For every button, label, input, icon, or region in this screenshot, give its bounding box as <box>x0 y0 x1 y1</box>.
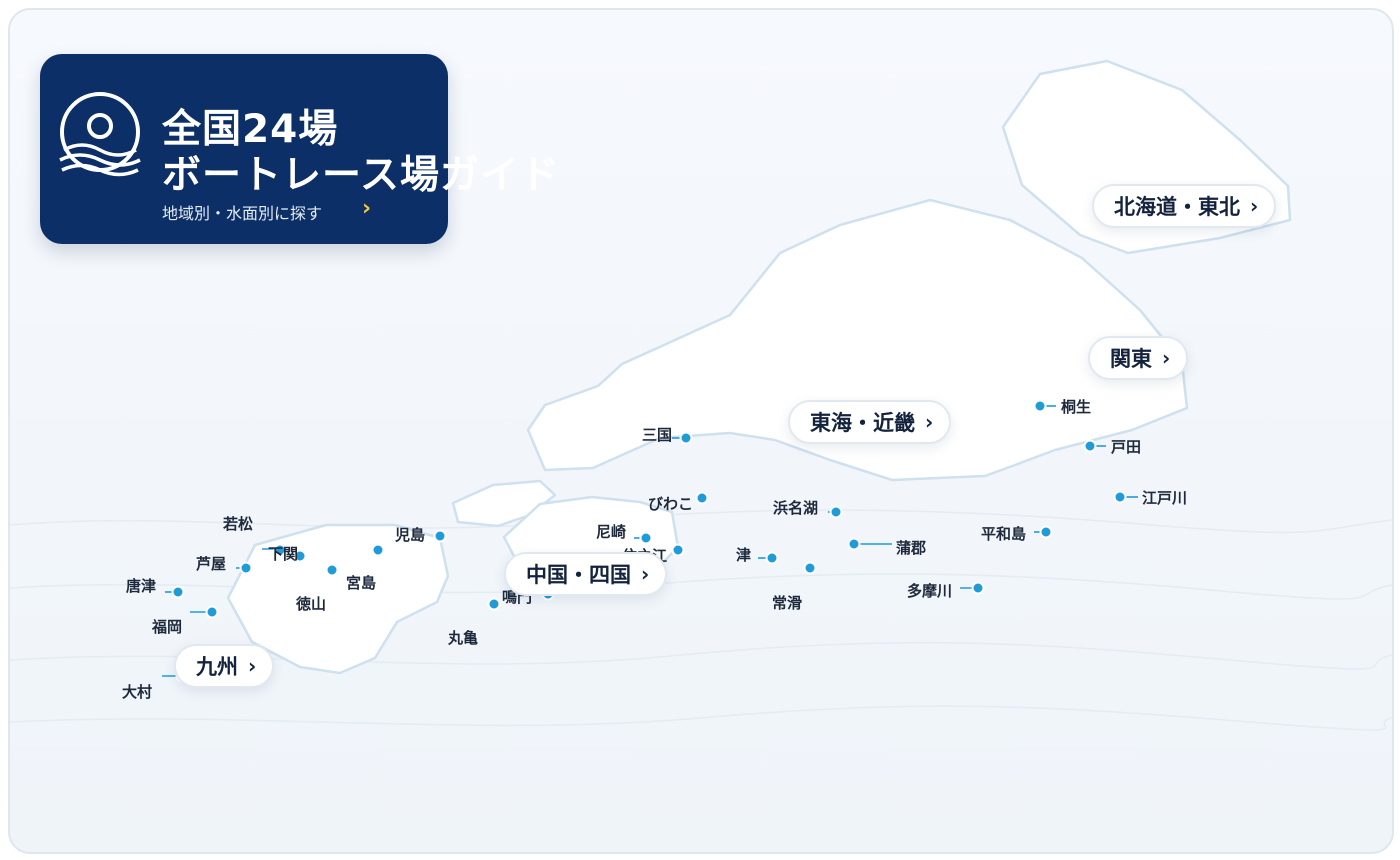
venue-label-kiryu[interactable]: 桐生 <box>1061 398 1092 416</box>
land-honshu <box>526 198 1189 482</box>
venue-dot-miyajima[interactable] <box>371 543 385 557</box>
venue-dot-karatsu[interactable] <box>171 585 185 599</box>
venue-label-mikuni[interactable]: 三国 <box>642 426 673 444</box>
venue-dot-suminoe[interactable] <box>671 543 685 557</box>
region-button-hokkaido-tohoku[interactable]: 北海道・東北 › <box>1092 184 1277 228</box>
venue-label-hamanako[interactable]: 浜名湖 <box>773 499 819 517</box>
venue-dot-marugame[interactable] <box>487 597 501 611</box>
venue-dot-shimonoseki[interactable] <box>293 549 307 563</box>
page-subtitle: 地域別・水面別に探す <box>162 204 323 223</box>
venue-dot-wakamatsu[interactable] <box>273 543 287 557</box>
sea-wave <box>10 509 1392 534</box>
chevron-right-icon: › <box>925 410 934 434</box>
region-button-kyushu[interactable]: 九州 › <box>174 644 275 688</box>
venue-dot-ashiya[interactable] <box>239 561 253 575</box>
region-button-kanto[interactable]: 関東 › <box>1088 336 1189 380</box>
japan-map <box>10 59 1392 731</box>
sea-wave <box>10 705 1392 731</box>
chevron-right-icon: › <box>641 562 650 586</box>
venue-dot-amagasaki[interactable] <box>639 531 653 545</box>
region-button-chugoku-shikoku[interactable]: 中国・四国 › <box>504 552 668 596</box>
venue-label-edogawa[interactable]: 江戸川 <box>1142 489 1188 507</box>
venue-dot-kiryu[interactable] <box>1033 399 1047 413</box>
venue-label-wakamatsu[interactable]: 若松 <box>223 515 254 533</box>
venue-dot-edogawa[interactable] <box>1113 490 1127 504</box>
venue-label-marugame[interactable]: 丸亀 <box>448 629 479 647</box>
chevron-right-icon: › <box>1250 194 1259 218</box>
venue-label-shimonoseki[interactable]: 下関 <box>268 545 299 563</box>
page-title-line2: ボートレース場ガイド <box>162 153 561 198</box>
map-frame: 桐生 戸田 江戸川 平和島 多摩川 浜名湖 蒲郡 常滑 津 三国 びわこ 住之江… <box>8 8 1394 854</box>
land-kyushu <box>226 523 450 675</box>
boat-race-logo-icon <box>59 92 141 177</box>
guide-title-card[interactable]: 全国24場 ボートレース場ガイド 地域別・水面別に探す › <box>40 54 559 244</box>
venue-dot-heiwajima[interactable] <box>1039 525 1053 539</box>
chevron-right-icon: › <box>1162 346 1171 370</box>
venue-dot-tamagawa[interactable] <box>971 581 985 595</box>
venue-dot-tokuyama[interactable] <box>325 563 339 577</box>
venue-label-kojima[interactable]: 児島 <box>395 526 426 544</box>
venue-label-miyajima[interactable]: 宮島 <box>346 574 377 592</box>
page-title-line1: 全国24場 <box>162 107 339 152</box>
region-label: 中国・四国 <box>526 563 631 587</box>
region-label: 北海道・東北 <box>1114 195 1240 219</box>
venue-label-toda[interactable]: 戸田 <box>1111 438 1142 456</box>
sea-wave <box>10 573 1392 600</box>
venue-dot-biwako[interactable] <box>695 491 709 505</box>
venue-dot-tokoname[interactable] <box>803 561 817 575</box>
venue-label-karatsu[interactable]: 唐津 <box>126 577 157 595</box>
chevron-right-icon: › <box>362 196 372 221</box>
region-label: 東海・近畿 <box>810 411 915 435</box>
venue-label-heiwajima[interactable]: 平和島 <box>981 525 1027 543</box>
venue-label-omura[interactable]: 大村 <box>122 683 153 701</box>
venue-label-fukuoka[interactable]: 福岡 <box>152 618 183 636</box>
venue-label-biwako[interactable]: びわこ <box>648 495 694 513</box>
venue-label-tokuyama[interactable]: 徳山 <box>296 595 327 613</box>
venue-label-tamagawa[interactable]: 多摩川 <box>907 582 953 600</box>
venue-label-gamagori[interactable]: 蒲郡 <box>896 539 927 557</box>
venue-dot-hamanako[interactable] <box>829 505 843 519</box>
venue-dot-toda[interactable] <box>1083 439 1097 453</box>
venue-label-tsu[interactable]: 津 <box>736 546 752 564</box>
venue-label-tokoname[interactable]: 常滑 <box>772 594 803 612</box>
region-label: 九州 <box>196 655 238 679</box>
region-button-tokai-kinki[interactable]: 東海・近畿 › <box>788 400 952 444</box>
region-label: 関東 <box>1110 347 1152 371</box>
venue-dot-kojima[interactable] <box>433 529 447 543</box>
venue-dot-gamagori[interactable] <box>847 537 861 551</box>
venue-dot-fukuoka[interactable] <box>205 605 219 619</box>
venue-label-ashiya[interactable]: 芦屋 <box>196 555 227 573</box>
venue-dot-mikuni[interactable] <box>679 431 693 445</box>
venue-dot-tsu[interactable] <box>765 551 779 565</box>
chevron-right-icon: › <box>248 654 257 678</box>
venue-label-amagasaki[interactable]: 尼崎 <box>596 523 627 541</box>
